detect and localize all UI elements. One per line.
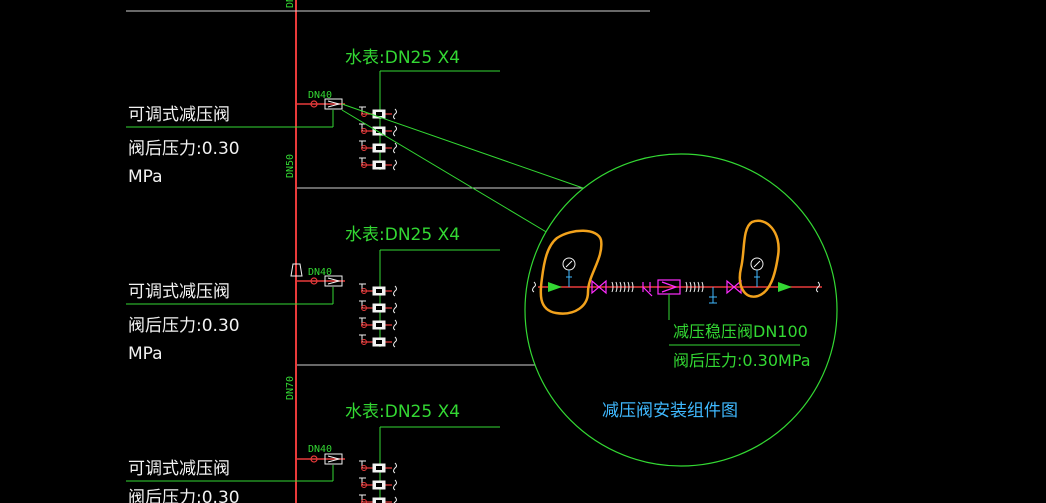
gate-valve-icon (591, 279, 607, 295)
break-mark-right (816, 281, 820, 293)
water-meter-icon (359, 123, 397, 137)
riser-label-dn50: DN50 (285, 154, 296, 178)
flexible-joint-icon (685, 281, 704, 293)
water-meter-icon (359, 494, 397, 503)
valve-name: 可调式减压阀 (128, 459, 230, 479)
pressure-reducing-valve-icon (657, 279, 681, 320)
detail-circle (524, 153, 838, 467)
water-meter-icon (359, 300, 397, 314)
valve-name: 可调式减压阀 (128, 282, 230, 302)
riser-label-top: DN (285, 0, 296, 8)
gauge-icon (750, 257, 764, 287)
detail-leader-1 (341, 103, 584, 189)
flow-arrow-icon (548, 282, 562, 292)
meter-label: 水表:DN25 X4 (345, 225, 460, 245)
water-meter-icon (359, 317, 397, 331)
meter-label: 水表:DN25 X4 (345, 402, 460, 422)
pressure-line-1: 阀后压力:0.30 (128, 488, 240, 503)
flow-arrow-icon (778, 282, 792, 292)
water-meter-icon (359, 283, 397, 297)
highlight-outline-right (738, 219, 780, 298)
valve-dot-icon (310, 100, 318, 108)
test-tap-icon (709, 287, 717, 304)
branch-floor-1: 水表:DN25 X4 DN40 可调式减压阀 阀后压力:0.30 MPa (126, 48, 500, 187)
branch-floor-3: 水表:DN25 X4 DN40 可调式减压阀 阀后压力:0.30 (126, 402, 500, 503)
pressure-line-1: 阀后压力:0.30 (128, 316, 240, 336)
water-meter-icon (359, 460, 397, 474)
water-meter-icon (359, 140, 397, 154)
valve-dot-icon (310, 277, 318, 285)
detail-pressure-label: 阀后压力:0.30MPa (673, 351, 811, 370)
detail-caption: 减压阀安装组件图 (602, 401, 738, 421)
water-meter-group (359, 460, 397, 503)
water-meter-group (359, 283, 397, 348)
pressure-reducing-valve-icon (324, 453, 343, 465)
vent-icon (290, 263, 303, 277)
break-mark-left (532, 281, 536, 293)
pressure-line-1: 阀后压力:0.30 (128, 139, 240, 159)
pressure-line-2: MPa (128, 167, 163, 187)
strainer-icon (642, 282, 653, 297)
water-meter-group (359, 106, 397, 171)
valve-dn-label: DN40 (308, 444, 332, 455)
valve-name: 可调式减压阀 (128, 105, 230, 125)
meter-label: 水表:DN25 X4 (345, 48, 460, 68)
detail-valve-label: 减压稳压阀DN100 (673, 322, 808, 341)
pressure-line-2: MPa (128, 344, 163, 364)
branch-floor-2: 水表:DN25 X4 DN40 可调式减压阀 阀后压力:0.30 MPa (126, 225, 500, 364)
valve-dn-label: DN40 (308, 267, 332, 278)
water-meter-icon (359, 477, 397, 491)
detail-leader-2 (341, 109, 549, 234)
gauge-icon (562, 257, 576, 287)
detail-enlarged-view: 减压稳压阀DN100 阀后压力:0.30MPa 减压阀安装组件图 (524, 153, 838, 467)
pressure-reducing-valve-icon (324, 275, 343, 287)
water-meter-icon (359, 334, 397, 348)
valve-dot-icon (310, 455, 318, 463)
valve-dn-label: DN40 (308, 90, 332, 101)
highlight-outline-left (539, 229, 603, 315)
water-meter-icon (359, 106, 397, 120)
riser-label-dn70: DN70 (285, 376, 296, 400)
flexible-joint-icon (611, 281, 634, 293)
water-meter-icon (359, 157, 397, 171)
